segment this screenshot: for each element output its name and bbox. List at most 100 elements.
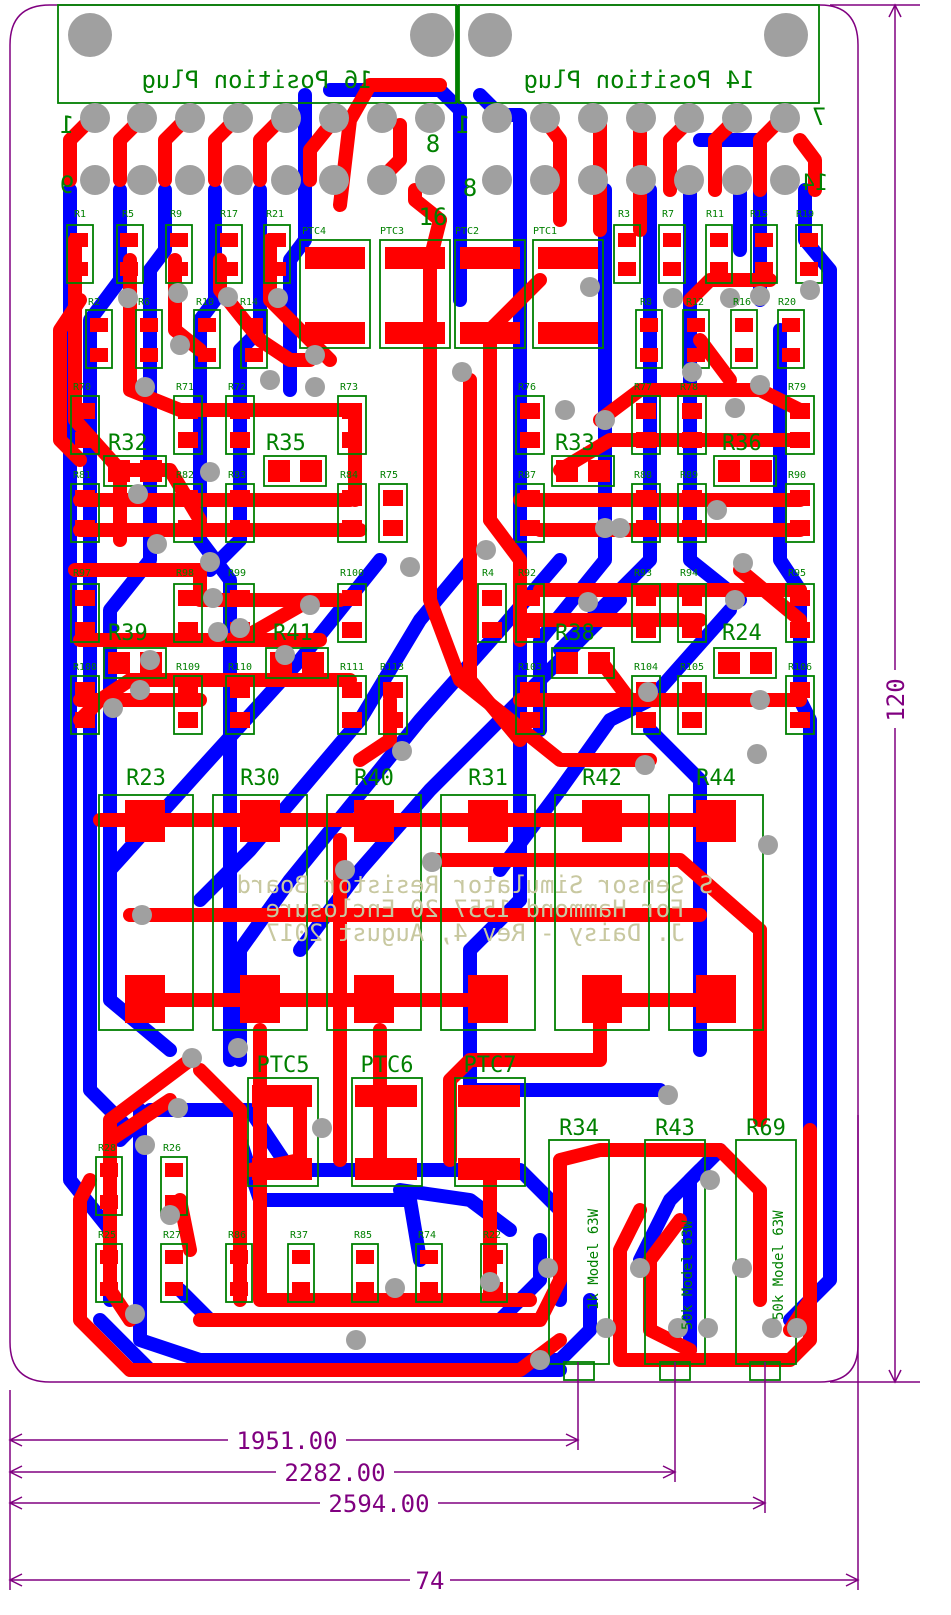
ref-label: R78 <box>680 382 698 393</box>
ref-label: R35 <box>266 431 306 456</box>
ref-label: R7 <box>662 209 674 220</box>
ref-label: R30 <box>240 766 280 791</box>
ref-label: R22 <box>483 1230 501 1241</box>
ref-label: PTC7 <box>464 1053 517 1078</box>
ref-label: PTC6 <box>361 1053 414 1078</box>
ref-label: PTC2 <box>455 226 479 237</box>
ref-label: R106 <box>788 662 812 673</box>
ref-label: R3 <box>618 209 630 220</box>
ref-label: R97 <box>73 568 91 579</box>
ref-label: R43 <box>655 1116 695 1141</box>
ref-label: R103 <box>518 662 542 673</box>
ref-label: R79 <box>788 382 806 393</box>
ref-label: R108 <box>73 662 97 673</box>
medium-labels: R32 R35 R33 R36 R39 R41 R38 R24 R23 R30 … <box>108 431 786 1141</box>
ref-label: R99 <box>228 568 246 579</box>
dim-label-bg <box>320 1491 438 1515</box>
ref-label: R92 <box>518 568 536 579</box>
ref-label: R109 <box>176 662 200 673</box>
board-title-line-1: S Sensor Simulator Resistor Board <box>237 871 714 899</box>
pot-descriptions: 1k Model 63W 50k Model 63W 50k Model 63W <box>586 1208 787 1330</box>
ref-label: PTC4 <box>302 226 326 237</box>
ref-label: R34 <box>559 1116 599 1141</box>
ref-label: R11 <box>706 209 724 220</box>
ref-label: R76 <box>518 382 536 393</box>
dim-label-bg <box>883 670 907 728</box>
ref-label: R85 <box>354 1230 372 1241</box>
ref-label: R98 <box>176 568 194 579</box>
ref-label: R87 <box>518 470 536 481</box>
ref-label: R24 <box>722 621 762 646</box>
ref-label: R93 <box>634 568 652 579</box>
dimension-1951: 1951.00 <box>236 1427 337 1455</box>
ref-label: R113 <box>380 662 404 673</box>
ref-label: R9 <box>170 209 182 220</box>
ref-label: R82 <box>176 470 194 481</box>
ref-label: R105 <box>680 662 704 673</box>
ref-label: R69 <box>746 1116 786 1141</box>
right-pin-8: 8 <box>463 174 477 202</box>
dimension-2594: 2594.00 <box>328 1490 429 1518</box>
ref-label: R81 <box>73 470 91 481</box>
ref-label: PTC1 <box>533 226 557 237</box>
right-pin-7: 7 <box>812 103 826 131</box>
ref-label: R74 <box>418 1230 436 1241</box>
ref-label: R5 <box>122 209 134 220</box>
ref-label: R27 <box>163 1230 181 1241</box>
ref-label: R100 <box>340 568 364 579</box>
ref-label: R20 <box>778 297 796 308</box>
ref-label: R32 <box>108 431 148 456</box>
dimension-2282: 2282.00 <box>284 1459 385 1487</box>
ref-label: R2 <box>88 297 100 308</box>
ref-label: R88 <box>634 470 652 481</box>
ref-label: R16 <box>733 297 751 308</box>
left-plug-label: 16 Position Plug <box>141 66 372 94</box>
ref-label: R94 <box>680 568 698 579</box>
ref-label: R111 <box>340 662 364 673</box>
ref-label: R6 <box>138 297 150 308</box>
ref-label: R37 <box>290 1230 308 1241</box>
through-hole-pads <box>68 13 820 1370</box>
ref-label: R17 <box>220 209 238 220</box>
dim-label-bg <box>410 1568 450 1592</box>
right-pin-14: 14 <box>802 171 829 196</box>
ref-label: R70 <box>73 382 91 393</box>
ref-label: R26 <box>163 1143 181 1154</box>
ref-label: R40 <box>354 766 394 791</box>
ref-label: R1 <box>74 209 86 220</box>
ref-label: R14 <box>240 297 258 308</box>
ref-label: R8 <box>640 297 652 308</box>
dimension-width: 74 <box>416 1567 445 1595</box>
dim-label-bg <box>276 1460 394 1484</box>
pot-value-text: 1k Model 63W <box>586 1208 602 1310</box>
ref-label: R90 <box>788 470 806 481</box>
ref-label: R110 <box>228 662 252 673</box>
left-pin-8: 8 <box>426 130 440 158</box>
ref-label: R89 <box>680 470 698 481</box>
ref-label: R83 <box>228 470 246 481</box>
ref-label: R71 <box>176 382 194 393</box>
ref-label: R4 <box>482 568 494 579</box>
pot-value-text: 50k Model 63W <box>680 1220 696 1330</box>
left-pin-1: 1 <box>60 111 74 139</box>
ref-label: R39 <box>108 621 148 646</box>
ref-label: R86 <box>228 1230 246 1241</box>
ref-label: R42 <box>582 766 622 791</box>
right-plug-label: 14 Position Plug <box>523 66 754 94</box>
ref-label: R15 <box>750 209 768 220</box>
ref-label: R95 <box>788 568 806 579</box>
ref-label: R104 <box>634 662 658 673</box>
ref-label: R77 <box>634 382 652 393</box>
left-pin-16: 16 <box>419 203 448 231</box>
ref-label: R33 <box>555 431 595 456</box>
ref-label: R72 <box>228 382 246 393</box>
ref-label: R31 <box>468 766 508 791</box>
board-title-line-3: J. Daisy - Rev 4, August 2017 <box>265 919 684 947</box>
ref-label: R41 <box>273 621 313 646</box>
board-title-silkscreen: S Sensor Simulator Resistor Board For Ha… <box>237 871 714 947</box>
ref-label: R84 <box>340 470 358 481</box>
ref-label: R21 <box>266 209 284 220</box>
ref-label: R19 <box>796 209 814 220</box>
ref-label: PTC3 <box>380 226 404 237</box>
